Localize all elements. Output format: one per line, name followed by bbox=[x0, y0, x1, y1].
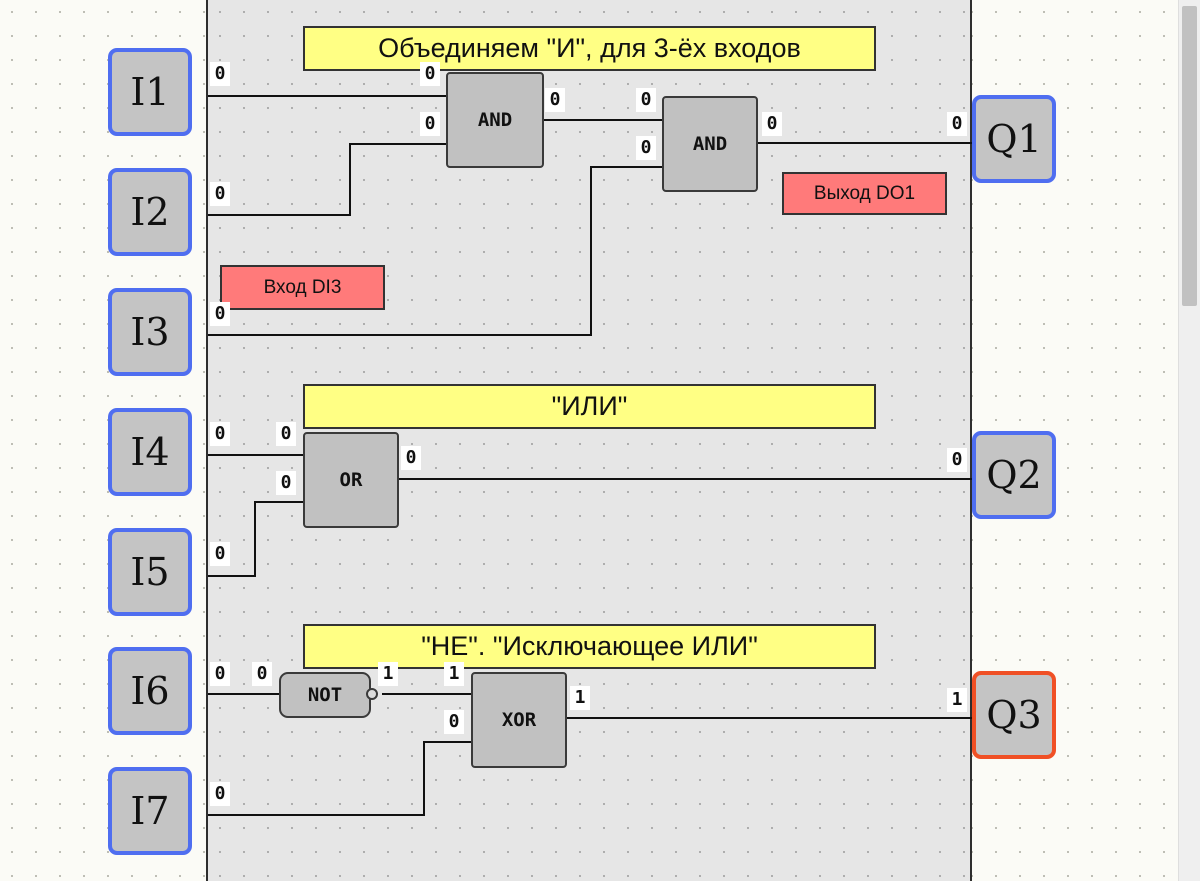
input-pin-i1[interactable]: I1 bbox=[108, 48, 192, 136]
value-i5-out: 0 bbox=[210, 542, 230, 566]
input-pin-i2-label: I2 bbox=[130, 190, 170, 234]
comment-not-xor-title-text: "НЕ". "Исключающее ИЛИ" bbox=[421, 631, 758, 661]
comment-and-title-text: Объединяем "И", для 3-ёх входов bbox=[378, 33, 801, 63]
input-pin-i5-label: I5 bbox=[130, 550, 170, 594]
value-and2-out: 0 bbox=[762, 112, 782, 136]
wire-i5-or bbox=[208, 501, 304, 577]
comment-input-note[interactable]: Вход DI3 bbox=[220, 265, 385, 310]
or-block[interactable]: OR bbox=[303, 432, 399, 528]
and-block-2[interactable]: AND bbox=[662, 96, 758, 192]
value-i4-out: 0 bbox=[210, 422, 230, 446]
comment-output-note[interactable]: Выход DO1 bbox=[782, 172, 947, 215]
value-xor-in2: 0 bbox=[444, 710, 464, 734]
value-not-in: 0 bbox=[252, 662, 272, 686]
comment-or-title[interactable]: "ИЛИ" bbox=[303, 384, 876, 429]
value-and1-in2: 0 bbox=[420, 112, 440, 136]
xor-block-label: XOR bbox=[501, 709, 537, 731]
scrollbar-thumb[interactable] bbox=[1182, 6, 1197, 306]
xor-block[interactable]: XOR bbox=[471, 672, 567, 768]
value-q2-in: 0 bbox=[947, 448, 967, 472]
value-not-out: 1 bbox=[378, 662, 398, 686]
value-q3-in: 1 bbox=[947, 688, 967, 712]
or-block-label: OR bbox=[339, 469, 363, 491]
comment-and-title[interactable]: Объединяем "И", для 3-ёх входов bbox=[303, 26, 876, 71]
value-i3-out: 0 bbox=[210, 302, 230, 326]
output-pin-q1[interactable]: Q1 bbox=[972, 95, 1056, 183]
and-block-1[interactable]: AND bbox=[446, 72, 544, 168]
value-i1-out: 0 bbox=[210, 62, 230, 86]
output-pin-q3[interactable]: Q3 bbox=[972, 671, 1056, 759]
value-or-in1: 0 bbox=[276, 422, 296, 446]
input-pin-i5[interactable]: I5 bbox=[108, 528, 192, 616]
value-and1-out: 0 bbox=[545, 88, 565, 112]
value-or-out: 0 bbox=[401, 446, 421, 470]
and-block-2-label: AND bbox=[692, 133, 728, 155]
value-i2-out: 0 bbox=[210, 182, 230, 206]
value-xor-in1: 1 bbox=[444, 662, 464, 686]
wire-i2-and1 bbox=[208, 143, 446, 216]
input-pin-i3-label: I3 bbox=[130, 310, 170, 354]
comment-not-xor-title[interactable]: "НЕ". "Исключающее ИЛИ" bbox=[303, 624, 876, 669]
output-pin-q3-label: Q3 bbox=[986, 693, 1042, 737]
wire-i7-xor bbox=[208, 741, 471, 816]
value-xor-out: 1 bbox=[570, 686, 590, 710]
not-inverter-bubble bbox=[366, 688, 378, 700]
not-block-label: NOT bbox=[307, 684, 343, 706]
wire-i3-and2 bbox=[208, 166, 662, 336]
input-pin-i6-label: I6 bbox=[130, 669, 170, 713]
value-q1-in: 0 bbox=[947, 112, 967, 136]
program-canvas[interactable] bbox=[206, 0, 972, 881]
input-pin-i7-label: I7 bbox=[130, 789, 170, 833]
comment-input-note-text: Вход DI3 bbox=[263, 276, 342, 298]
output-pin-q2[interactable]: Q2 bbox=[972, 431, 1056, 519]
input-pin-i2[interactable]: I2 bbox=[108, 168, 192, 256]
value-and2-in2: 0 bbox=[636, 136, 656, 160]
value-i6-out: 0 bbox=[210, 662, 230, 686]
input-pin-i1-label: I1 bbox=[130, 70, 170, 114]
comment-output-note-text: Выход DO1 bbox=[813, 182, 916, 204]
input-pin-i4[interactable]: I4 bbox=[108, 408, 192, 496]
output-pin-q1-label: Q1 bbox=[986, 117, 1042, 161]
input-pin-i6[interactable]: I6 bbox=[108, 647, 192, 735]
input-pin-i7[interactable]: I7 bbox=[108, 767, 192, 855]
value-i7-out: 0 bbox=[210, 782, 230, 806]
output-pin-q2-label: Q2 bbox=[986, 453, 1042, 497]
not-block[interactable]: NOT bbox=[279, 672, 371, 718]
vertical-scrollbar[interactable] bbox=[1178, 0, 1200, 881]
value-and1-in1: 0 bbox=[420, 62, 440, 86]
comment-or-title-text: "ИЛИ" bbox=[551, 391, 628, 421]
input-pin-i4-label: I4 bbox=[130, 430, 170, 474]
value-or-in2: 0 bbox=[276, 471, 296, 495]
and-block-1-label: AND bbox=[477, 109, 513, 131]
value-and2-in1: 0 bbox=[636, 88, 656, 112]
input-pin-i3[interactable]: I3 bbox=[108, 288, 192, 376]
